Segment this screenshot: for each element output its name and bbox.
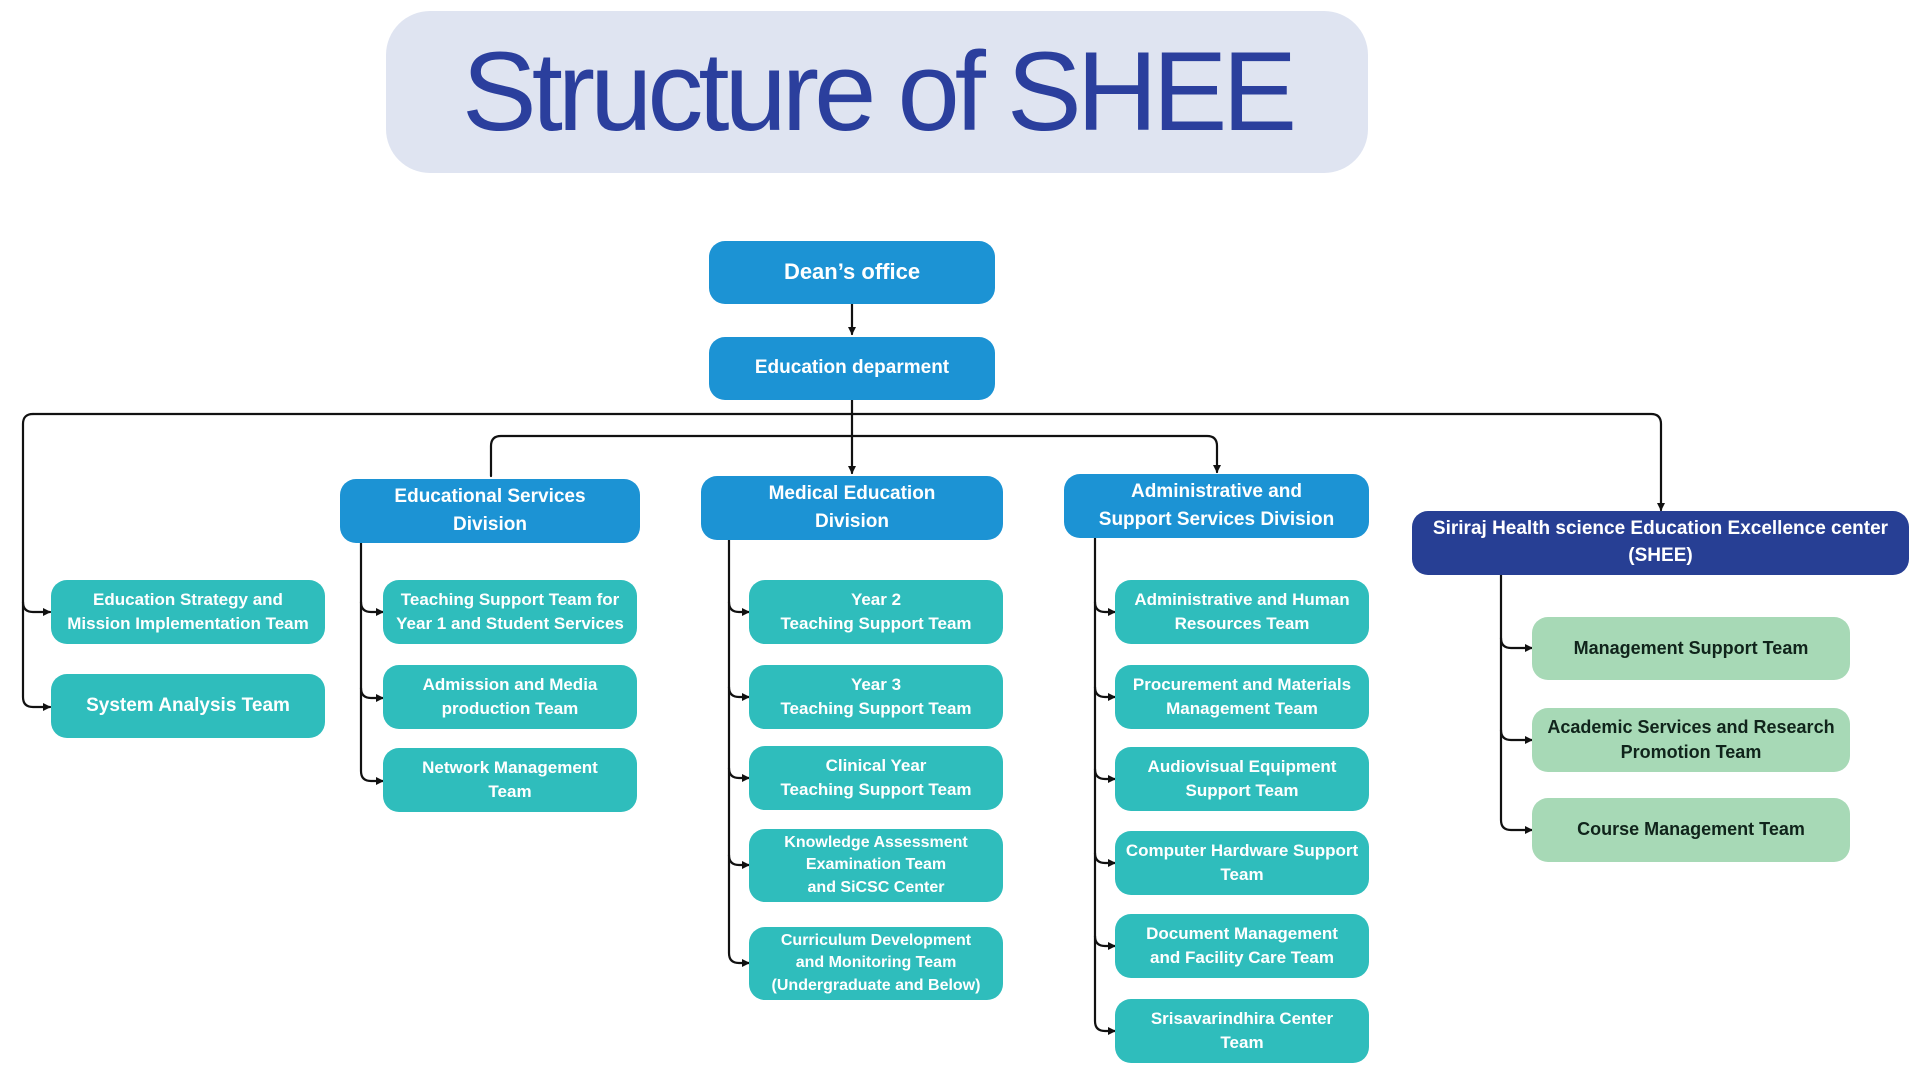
team-system-analysis: System Analysis Team (51, 674, 325, 738)
team-audiovisual-equipment: Audiovisual Equipment Support Team (1115, 747, 1369, 811)
team-academic-services-research: Academic Services and Research Promotion… (1532, 708, 1850, 772)
connector-med-team-4 (727, 853, 751, 869)
division-educational-services: Educational Services Division (340, 479, 640, 543)
connector-shee-team-1 (1499, 636, 1534, 652)
team-year2-teaching: Year 2 Teaching Support Team (749, 580, 1003, 644)
connector-edu-spine (359, 541, 385, 785)
connector-left-spine (21, 412, 52, 711)
team-course-management: Course Management Team (1532, 798, 1850, 862)
connector-edu-team-2 (359, 686, 385, 702)
connector-med-team-2 (727, 685, 751, 701)
connector-left-team-1 (21, 600, 52, 616)
team-network-management: Network Management Team (383, 748, 637, 812)
team-management-support: Management Support Team (1532, 617, 1850, 680)
team-education-strategy: Education Strategy and Mission Implement… (51, 580, 325, 644)
division-shee-center: Siriraj Health science Education Excelle… (1412, 511, 1909, 575)
team-document-management: Document Management and Facility Care Te… (1115, 914, 1369, 978)
team-admission-media: Admission and Media production Team (383, 665, 637, 729)
connector-admin-team-2 (1093, 685, 1117, 701)
connector-admin-team-4 (1093, 851, 1117, 867)
connector-outer-bus (31, 412, 1665, 512)
connector-med-spine (727, 538, 751, 967)
connector-med-team-1 (727, 600, 751, 616)
education-department-box: Education deparment (709, 337, 995, 400)
connector-admin-spine (1093, 536, 1117, 1035)
team-knowledge-assessment: Knowledge Assessment Examination Team an… (749, 829, 1003, 902)
page-title: Structure of SHEE (461, 29, 1297, 154)
connector-admin-team-1 (1093, 600, 1117, 616)
connector-admin-team-5 (1093, 934, 1117, 950)
division-medical-education: Medical Education Division (701, 476, 1003, 540)
team-srisavarindhira-center: Srisavarindhira Center Team (1115, 999, 1369, 1063)
team-clinical-year-teaching: Clinical Year Teaching Support Team (749, 746, 1003, 810)
connector-med-team-3 (727, 766, 751, 782)
connector-edu-team-1 (359, 600, 385, 616)
team-year3-teaching: Year 3 Teaching Support Team (749, 665, 1003, 729)
team-admin-human-resources: Administrative and Human Resources Team (1115, 580, 1369, 644)
team-computer-hardware: Computer Hardware Support Team (1115, 831, 1369, 895)
connector-admin-team-3 (1093, 767, 1117, 783)
team-teaching-support-year1: Teaching Support Team for Year 1 and Stu… (383, 580, 637, 644)
division-administrative-support: Administrative and Support Services Divi… (1064, 474, 1369, 538)
team-curriculum-development: Curriculum Development and Monitoring Te… (749, 927, 1003, 1000)
connector-shee-team-2 (1499, 728, 1534, 744)
team-procurement-materials: Procurement and Materials Management Tea… (1115, 665, 1369, 729)
connector-shee-spine (1499, 573, 1534, 834)
title-banner (386, 11, 1368, 173)
connector-inner-bus (489, 434, 1221, 478)
deans-office-box: Dean’s office (709, 241, 995, 304)
